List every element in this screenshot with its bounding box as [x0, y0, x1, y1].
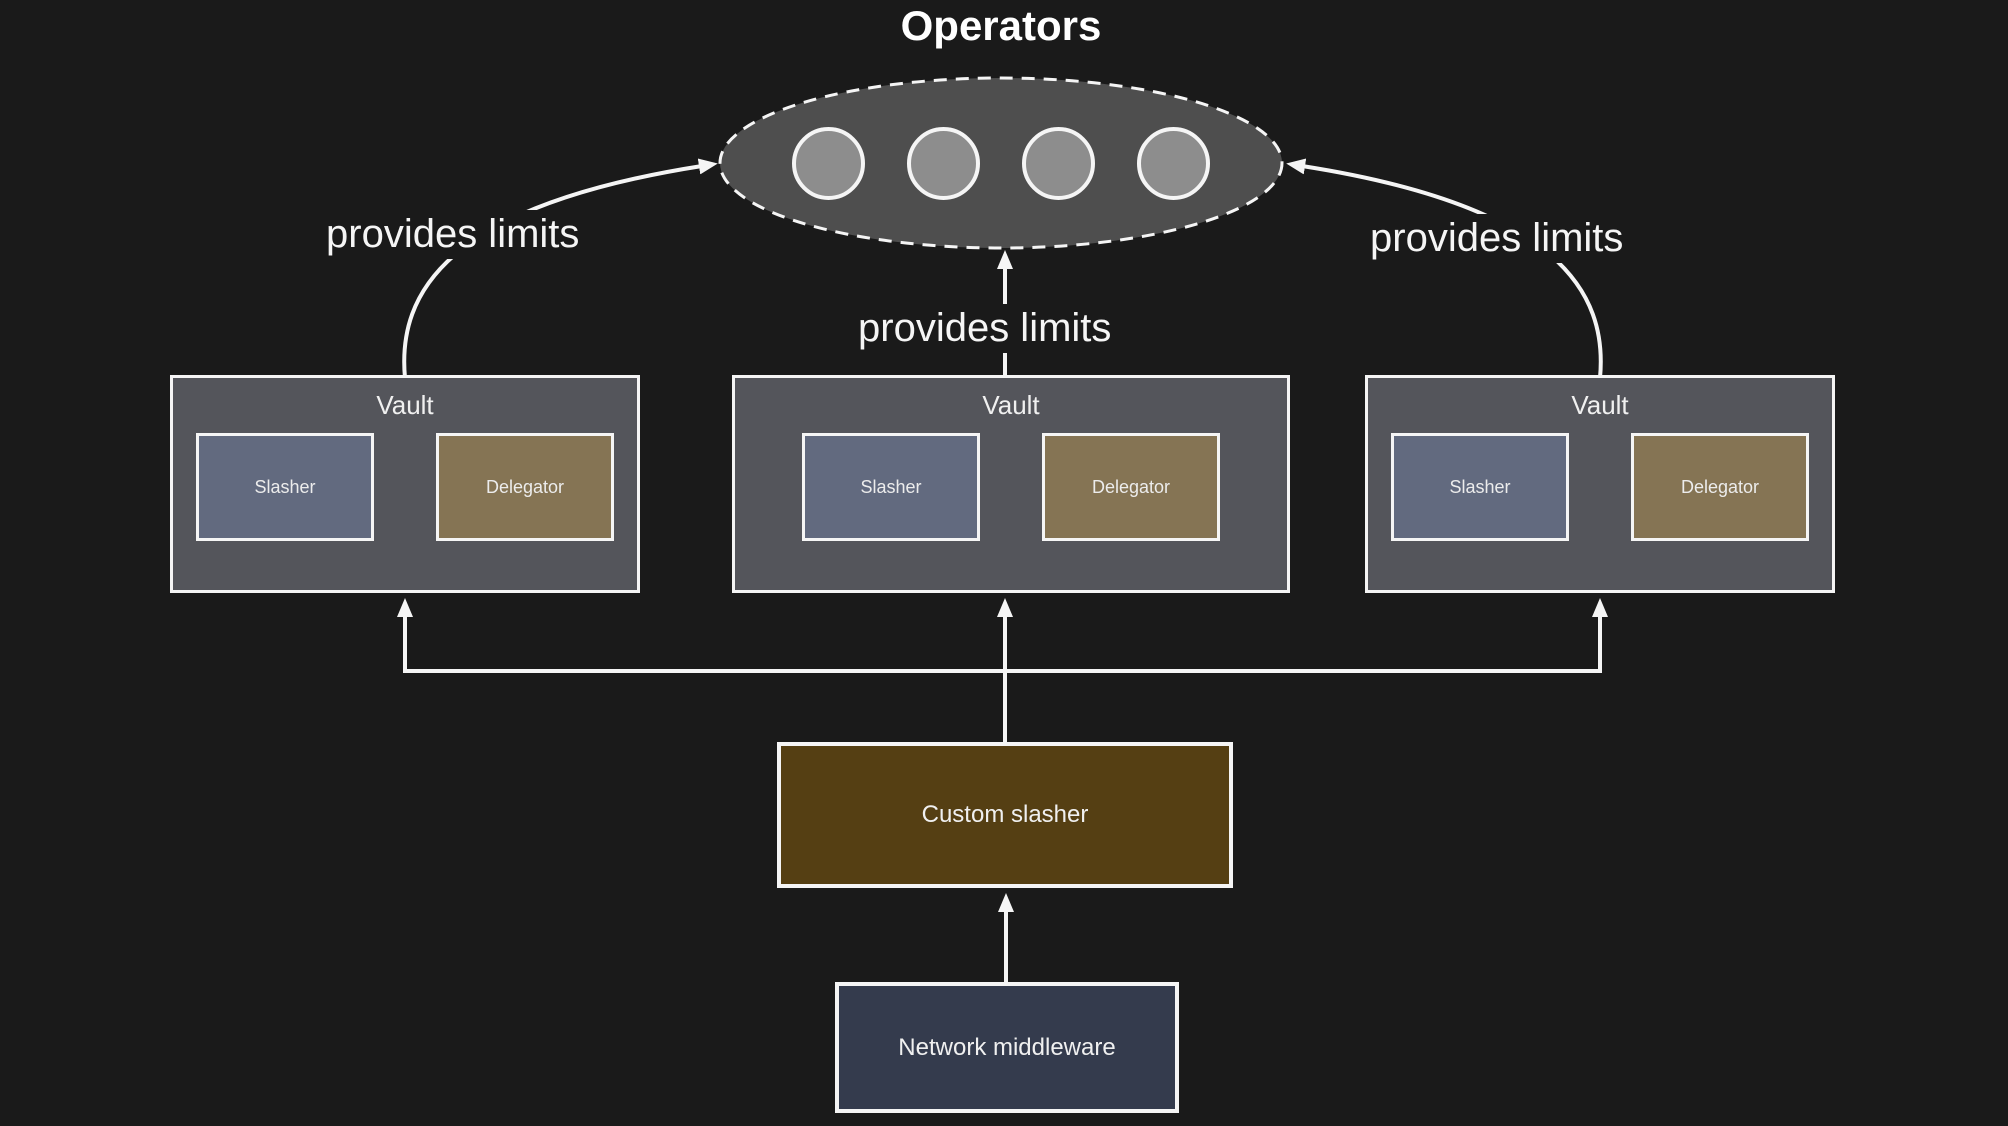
operator-circle [907, 126, 980, 200]
vault-right: Vault Slasher Delegator [1365, 375, 1835, 593]
operators-group [717, 76, 1285, 250]
provides-limits-label-right: provides limits [1362, 214, 1632, 263]
vault-left: Vault Slasher Delegator [170, 375, 640, 593]
provides-limits-label-left: provides limits [318, 210, 588, 259]
operator-circle [1137, 126, 1210, 200]
operator-circle [792, 126, 865, 200]
vault-contents: Slasher Delegator [802, 433, 1220, 541]
delegator-box: Delegator [436, 433, 614, 541]
slasher-box: Slasher [196, 433, 374, 541]
network-middleware-box: Network middleware [835, 982, 1179, 1113]
arrow-right-vault-to-operators [1286, 158, 1603, 379]
delegator-box: Delegator [1042, 433, 1220, 541]
vault-title: Vault [376, 390, 434, 420]
operator-circle [1022, 126, 1095, 200]
provides-limits-label-middle: provides limits [850, 304, 1120, 353]
operators-ellipse [718, 76, 1284, 250]
slasher-box: Slasher [802, 433, 980, 541]
vault-title: Vault [982, 390, 1040, 420]
custom-slasher-box: Custom slasher [777, 742, 1233, 888]
vault-middle: Vault Slasher Delegator [732, 375, 1290, 593]
vault-contents: Slasher Delegator [1391, 433, 1809, 541]
slasher-box: Slasher [1391, 433, 1569, 541]
delegator-box: Delegator [1631, 433, 1809, 541]
operators-title: Operators [900, 2, 1102, 49]
vault-contents: Slasher Delegator [196, 433, 614, 541]
vault-title: Vault [1571, 390, 1629, 420]
arrow-left-vault-to-operators [402, 158, 718, 379]
